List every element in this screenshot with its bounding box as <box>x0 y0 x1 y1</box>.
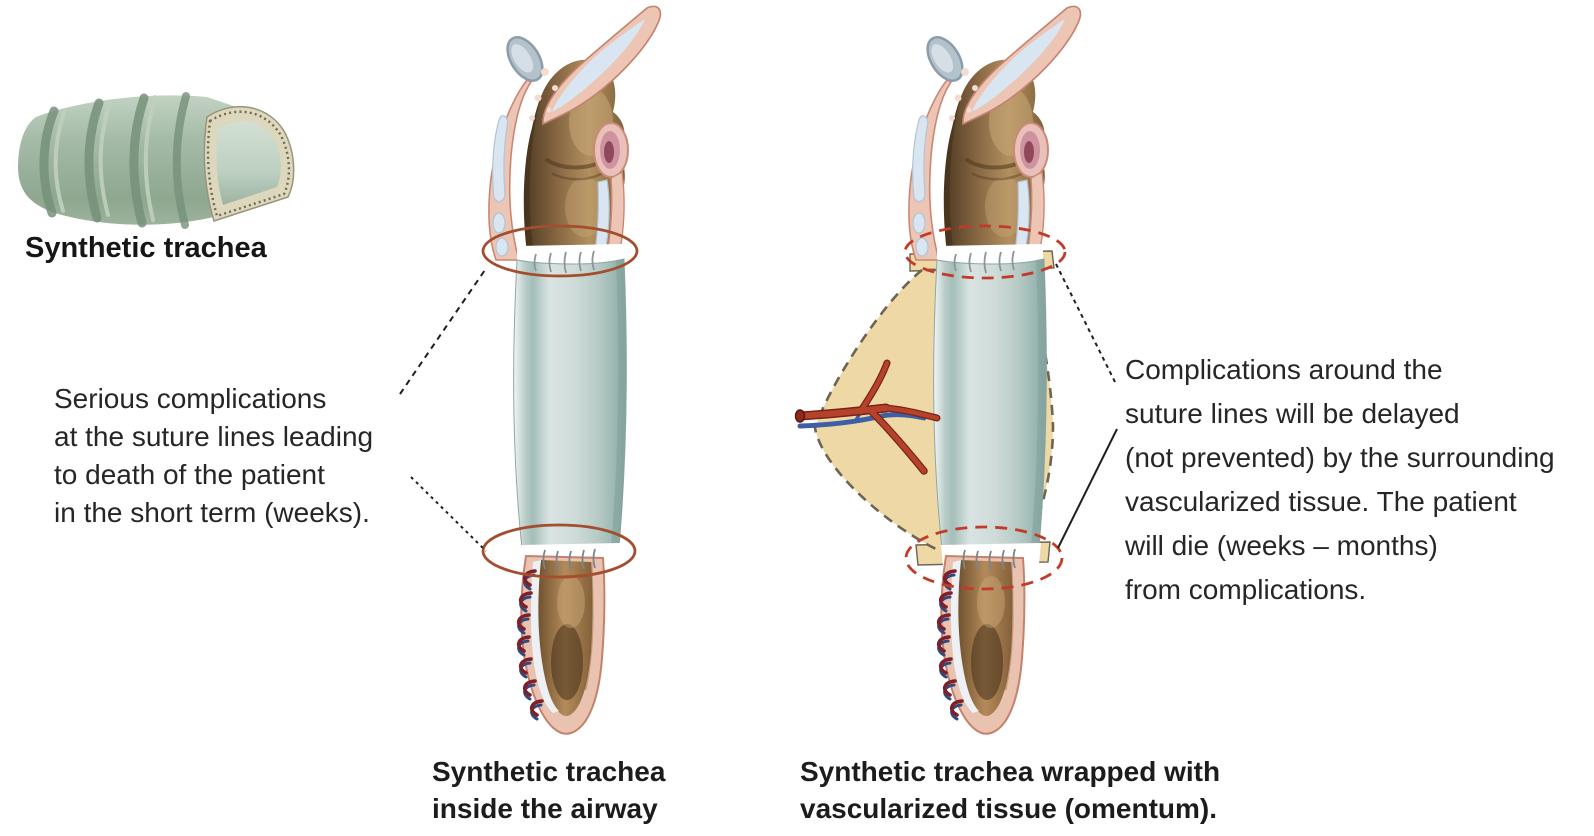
right-annotation-line: (not prevented) by the surrounding <box>1125 442 1555 473</box>
right-annotation-line: Complications around the <box>1125 354 1443 385</box>
right-caption-line: Synthetic trachea wrapped with <box>800 756 1221 787</box>
right-caption: Synthetic trachea wrapped with vasculari… <box>800 753 1220 827</box>
left-annotation: Serious complications at the suture line… <box>54 380 373 532</box>
right-annotation: Complications around the suture lines wi… <box>1125 348 1555 612</box>
blood-vessels <box>794 359 941 475</box>
dashed-suture-ellipse-top <box>903 224 1067 280</box>
left-annotation-line: Serious complications <box>54 383 327 414</box>
right-annotation-line: suture lines will be delayed <box>1125 398 1460 429</box>
left-annotation-line: to death of the patient <box>54 459 325 490</box>
inset-trachea-figure <box>2 92 302 233</box>
right-annotation-line: vascularized tissue. The patient <box>1125 486 1517 517</box>
right-annotation-line: from complications. <box>1125 574 1367 605</box>
middle-caption-line: Synthetic trachea <box>432 756 666 787</box>
middle-caption: Synthetic trachea inside the airway <box>432 753 665 827</box>
right-caption-line: vascularized tissue (omentum). <box>800 793 1218 824</box>
inset-cut-rim-speckle <box>206 110 291 218</box>
inset-lumen <box>216 121 281 205</box>
left-annotation-line: at the suture lines leading <box>54 421 374 452</box>
inset-tube-body <box>18 95 260 225</box>
dashed-suture-ellipse-bottom <box>904 525 1064 591</box>
inset-cut-face <box>203 105 295 222</box>
right-trachea-figure <box>794 4 1083 736</box>
middle-caption-line: inside the airway <box>432 793 658 824</box>
right-annotation-line: will die (weeks – months) <box>1125 530 1438 561</box>
artery <box>794 359 941 475</box>
inset-ribs <box>39 92 190 229</box>
middle-trachea-figure <box>481 4 663 736</box>
left-annotation-line: in the short term (weeks). <box>54 497 370 528</box>
suture-ellipse-top <box>481 224 639 278</box>
artery-open-end <box>794 409 806 423</box>
inset-label: Synthetic trachea <box>25 232 267 264</box>
